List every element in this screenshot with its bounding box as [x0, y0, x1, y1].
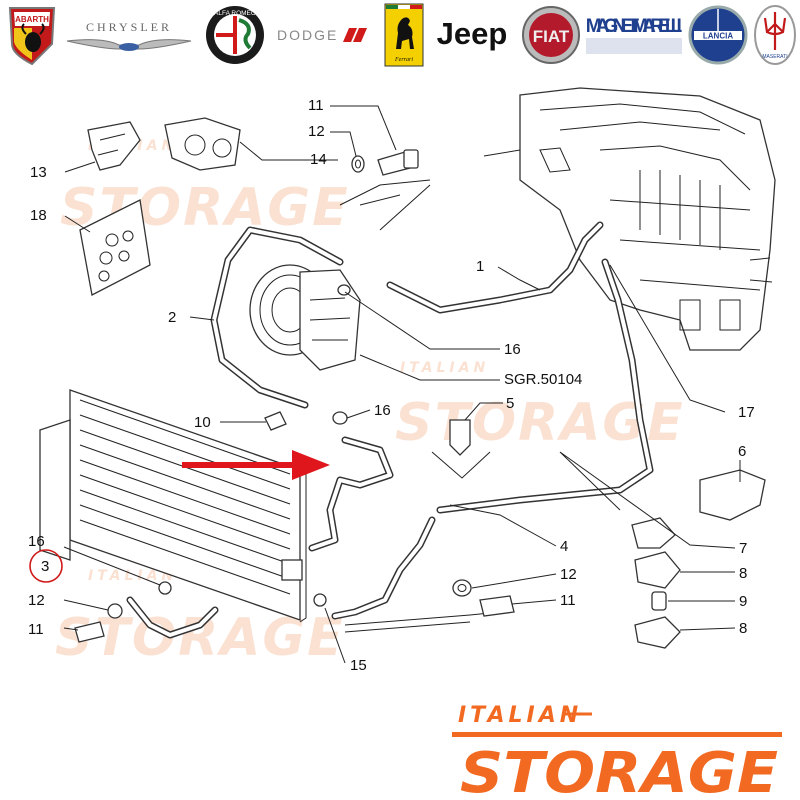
italian-storage-footer-logo: ITALIAN STORAGE	[452, 703, 782, 796]
alfa-romeo-badge-icon: ALFA ROMEO	[200, 4, 270, 66]
small-parts	[74, 117, 766, 649]
highlight-arrow	[182, 450, 330, 480]
reference-code-label: SGR.50104	[504, 371, 582, 388]
callout-11-top: 11	[308, 97, 324, 114]
callout-3: 3	[41, 558, 49, 575]
callout-18: 18	[30, 207, 47, 224]
callout-11-left: 11	[28, 621, 44, 638]
callout-4: 4	[560, 538, 568, 555]
compressor-unit	[249, 264, 361, 371]
dodge-logo-lettering: DODGE	[277, 27, 338, 43]
maserati-logo-lettering: MASERATI	[762, 54, 787, 60]
callout-15: 15	[350, 657, 367, 674]
footer-storage-text: STORAGE	[460, 741, 778, 796]
callout-7: 7	[739, 540, 747, 557]
callout-6: 6	[738, 443, 746, 460]
maserati-trident-icon: MASERATI	[752, 4, 798, 66]
callout-8-upper: 8	[739, 565, 747, 582]
ferrari-horse-shield-icon: Ferrari	[382, 3, 426, 67]
callout-13: 13	[30, 164, 47, 181]
lancia-logo-lettering: LANCIA	[703, 32, 733, 41]
abarth-logo-lettering: ABARTH	[15, 15, 49, 24]
callout-12-left: 12	[28, 592, 45, 609]
callout-8-lower: 8	[739, 620, 747, 637]
callout-14: 14	[310, 151, 327, 168]
magneti-marelli-wordmark-icon: MAGNETI MARELLI	[584, 4, 684, 66]
hose-lines	[126, 221, 654, 639]
callout-16-mid: 16	[374, 402, 391, 419]
ferrari-logo-lettering: Ferrari	[394, 57, 413, 63]
alfa-romeo-logo-lettering: ALFA ROMEO	[214, 10, 256, 17]
fiat-logo-lettering: FIAT	[533, 27, 570, 46]
magneti-marelli-logo-lettering: MAGNETI MARELLI	[586, 16, 683, 37]
callout-11-right: 11	[560, 592, 576, 609]
callout-2: 2	[168, 309, 176, 326]
watermark-italian-3: ITALIAN	[88, 568, 177, 584]
chrysler-logo-lettering: CHRYSLER	[86, 20, 172, 34]
brand-logo-bar: ABARTH CHRYSLER ALFA ROMEO	[0, 0, 800, 72]
callout-labels: 11 12 13 14 18 1 2 16 SGR.50104 17 10 16…	[28, 97, 755, 674]
dodge-stripes-icon: DODGE	[272, 4, 376, 66]
chrysler-wings-icon: CHRYSLER	[62, 4, 196, 66]
callout-9: 9	[739, 593, 747, 610]
leader-lines	[63, 105, 741, 664]
jeep-logo-lettering: Jeep	[437, 16, 508, 51]
callout-1: 1	[476, 258, 484, 275]
callout-10: 10	[194, 414, 211, 431]
abarth-scorpion-badge-icon: ABARTH	[4, 4, 60, 66]
callout-12-right: 12	[560, 566, 577, 583]
lancia-badge-icon: LANCIA	[686, 4, 750, 66]
callout-5: 5	[506, 395, 514, 412]
fiat-badge-icon: FIAT	[520, 4, 582, 66]
callout-3-highlight-circle	[29, 549, 63, 583]
callout-12-top: 12	[308, 123, 325, 140]
evaporator-housing	[483, 87, 776, 351]
jeep-wordmark-icon: Jeep	[428, 4, 516, 66]
callout-17: 17	[738, 404, 755, 421]
callout-16-compressor: 16	[504, 341, 521, 358]
condenser-radiator	[39, 389, 307, 623]
callout-16-left: 16	[28, 533, 45, 550]
footer-italian-text: ITALIAN	[458, 703, 582, 728]
watermark-italian-2: ITALIAN	[400, 360, 489, 376]
